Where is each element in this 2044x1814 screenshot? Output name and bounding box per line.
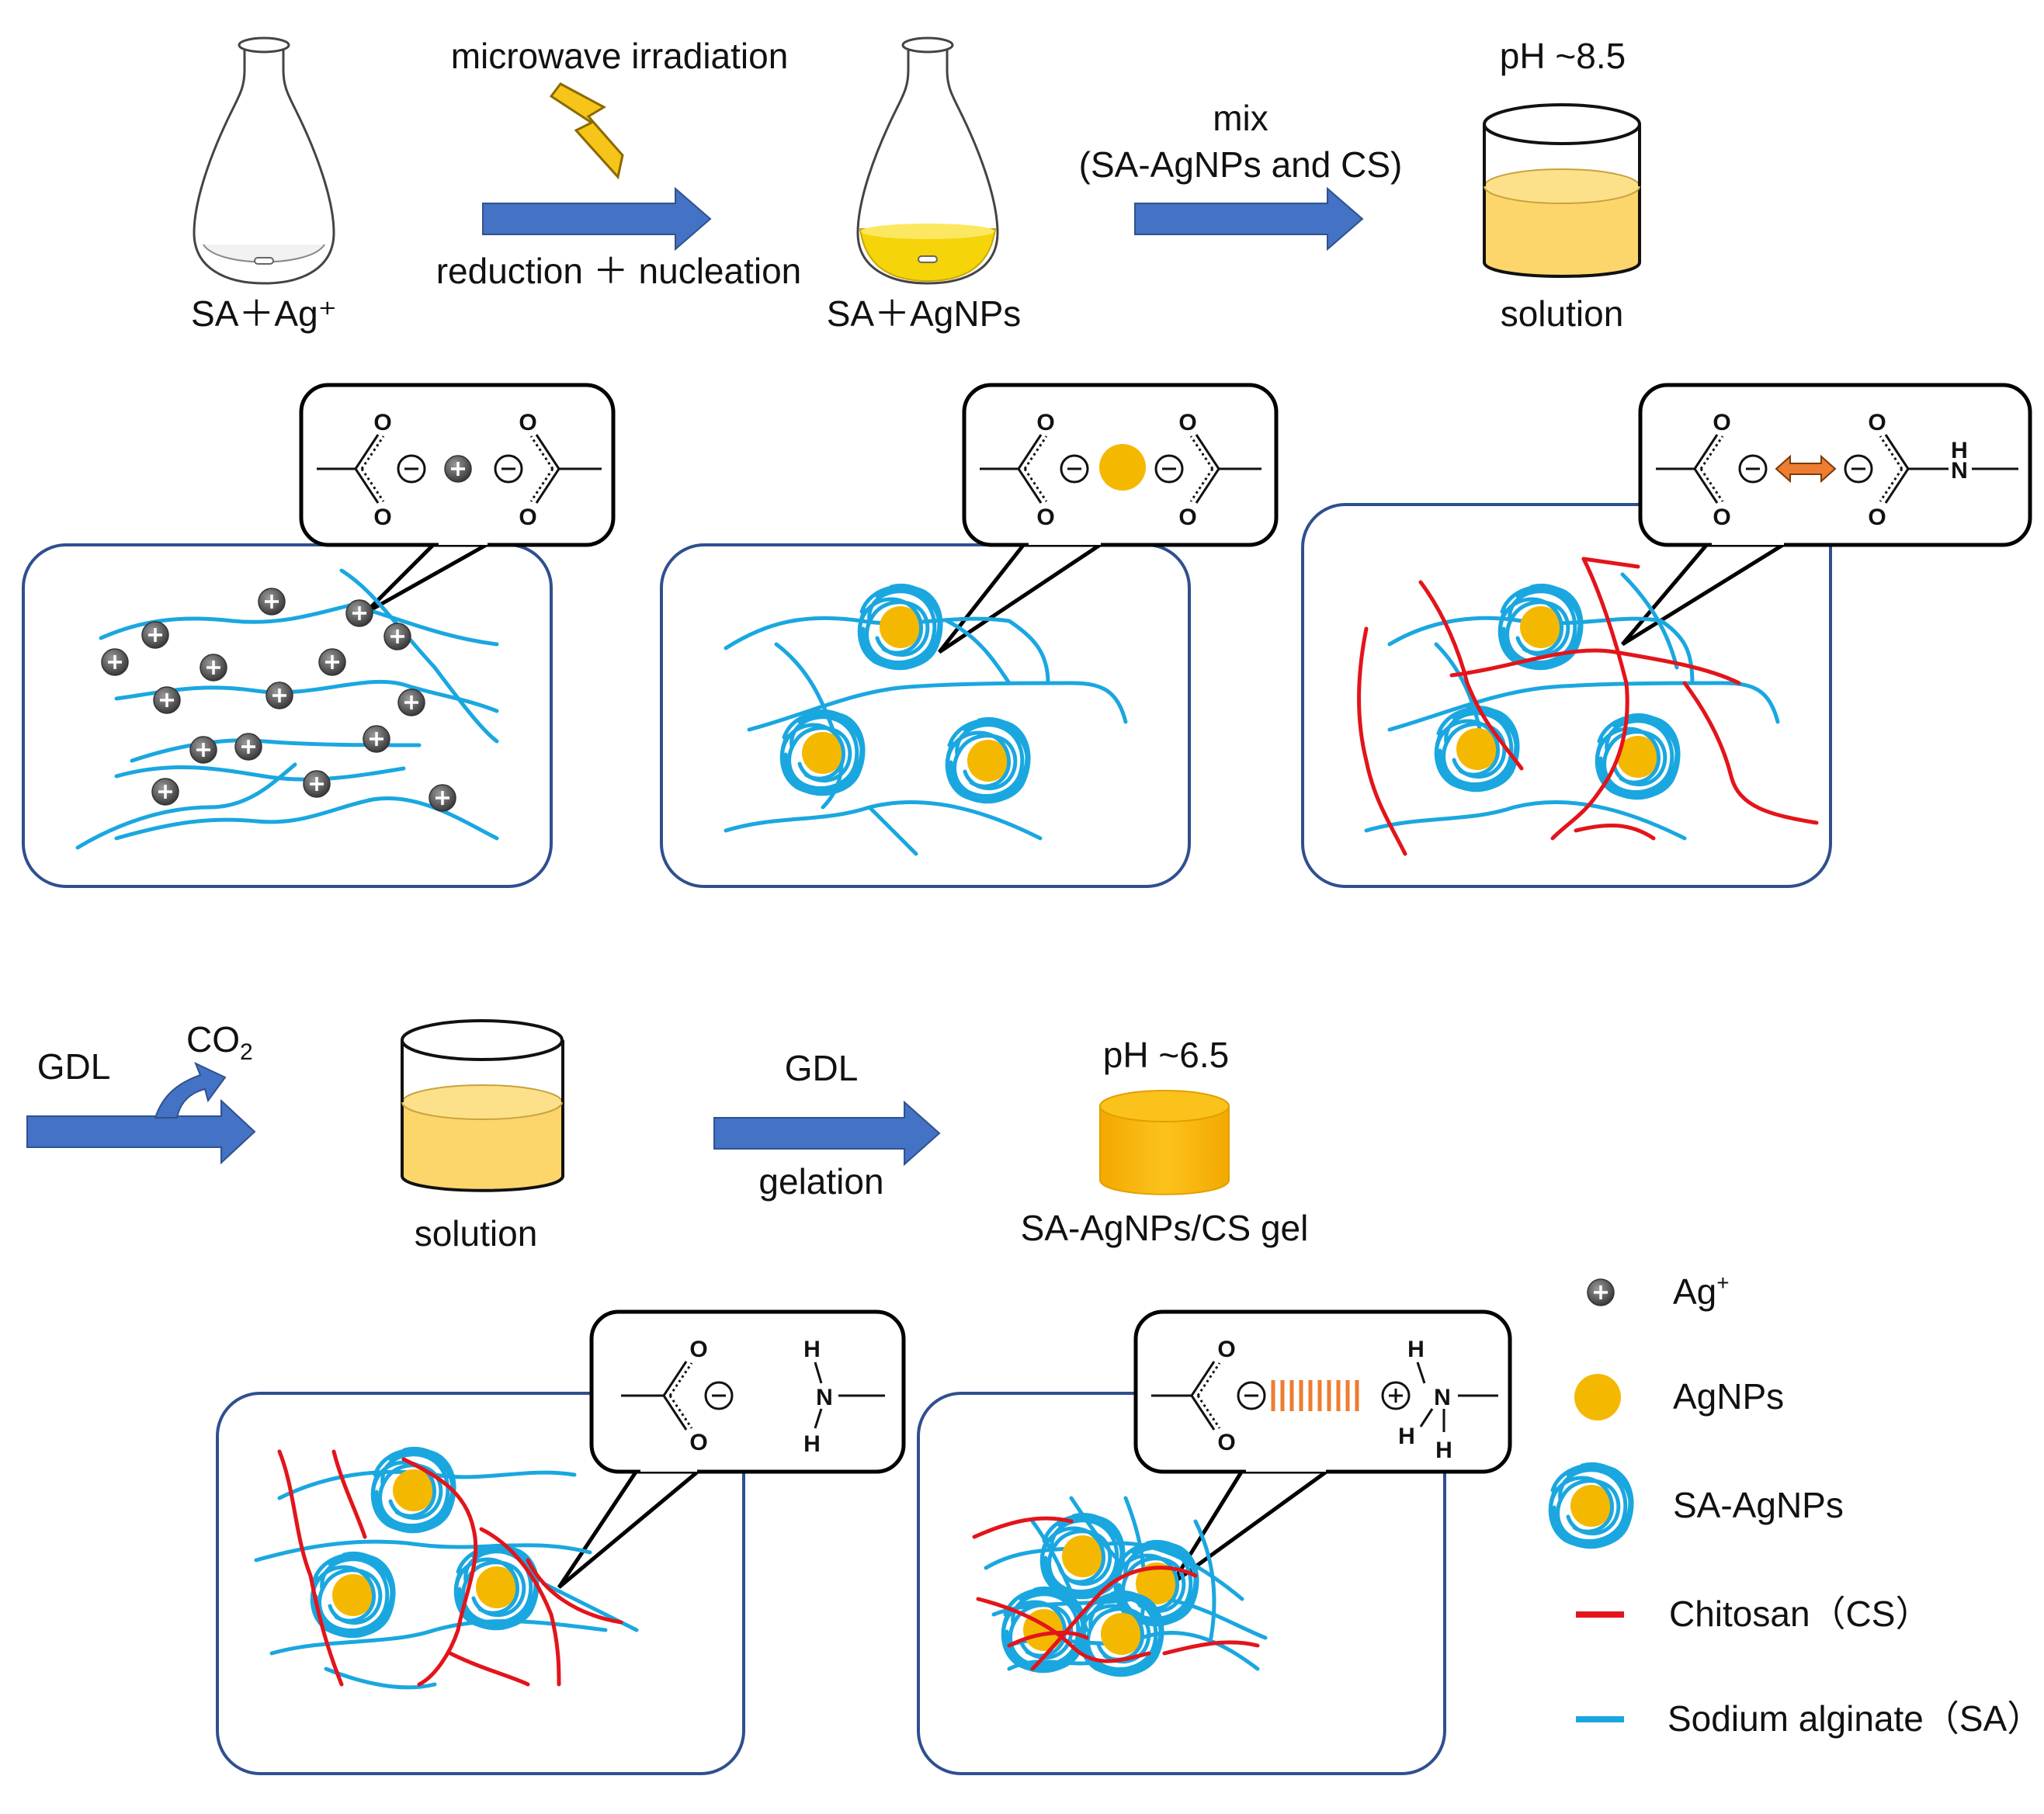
- legend: Ag+ AgNPs SA-AgNPs Chitosan（CS） Sodium a…: [1550, 1271, 2042, 1739]
- co2-label: CO2: [186, 1019, 253, 1065]
- bubble-2-tail: [938, 541, 1104, 654]
- flask-2-label: SA＋AgNPs: [827, 293, 1022, 334]
- svg-text:O: O: [1713, 505, 1730, 530]
- svg-text:O: O: [1178, 505, 1196, 530]
- svg-text:O: O: [1036, 410, 1054, 435]
- panel-5-chitosan-chains: [972, 1516, 1260, 1671]
- gel-cylinder: [1099, 1090, 1230, 1195]
- step2-line2: (SA-AgNPs and CS): [1079, 144, 1403, 185]
- arrow-step1: [482, 186, 712, 251]
- beaker-1-label: solution: [1501, 293, 1624, 334]
- lightning-icon: [549, 82, 624, 180]
- flask-1: [193, 36, 335, 285]
- beaker-2: [401, 1019, 564, 1192]
- arrow-gelation: [713, 1100, 941, 1167]
- legend-chitosan-label: Chitosan（CS）: [1669, 1594, 1931, 1634]
- svg-text:H: H: [1407, 1337, 1425, 1362]
- bubble-5: [1133, 1309, 1512, 1474]
- bubble-3-chemistry: O O O O N H: [1656, 410, 2018, 530]
- panel-2: [660, 543, 1191, 888]
- beaker-1: [1483, 103, 1641, 278]
- bubble-1-chemistry: O O O O: [317, 410, 602, 530]
- legend-alginate-label: Sodium alginate（SA）: [1667, 1698, 2042, 1739]
- ionic-bond-dashes: [1271, 1380, 1359, 1411]
- arrow-step2: [1134, 186, 1364, 251]
- panel-4-chitosan-chains: [277, 1449, 623, 1687]
- arrow-gdl-1: [26, 1098, 256, 1165]
- svg-text:H: H: [1435, 1438, 1452, 1463]
- legend-ag-label: Ag+: [1673, 1271, 1730, 1312]
- bubble-4-tail: [557, 1469, 700, 1589]
- svg-text:H: H: [1398, 1424, 1415, 1449]
- svg-text:O: O: [689, 1337, 707, 1362]
- bubble-2-chemistry: O O O O: [980, 410, 1261, 530]
- svg-text:N: N: [1434, 1385, 1451, 1410]
- flask-1-label: SA＋Ag⁺: [191, 293, 337, 334]
- svg-text:O: O: [1217, 1430, 1235, 1455]
- bubble-5-chemistry: O O H N H H: [1151, 1337, 1498, 1463]
- flask-2: [856, 36, 999, 285]
- gel-ph: pH ~6.5: [1103, 1035, 1229, 1075]
- bubble-4: [589, 1309, 906, 1474]
- svg-text:N: N: [1951, 458, 1968, 484]
- sa-agnp-icon: [1550, 1464, 1632, 1546]
- gdl-label-1: GDL: [37, 1046, 111, 1087]
- beaker-1-ph: pH ~8.5: [1500, 36, 1626, 76]
- svg-text:O: O: [519, 410, 536, 435]
- bubble-3-tail: [1621, 541, 1787, 647]
- ag-ion-icon: [1586, 1278, 1615, 1307]
- svg-text:O: O: [1868, 505, 1886, 530]
- svg-text:O: O: [1178, 410, 1196, 435]
- step3-bottom-label: gelation: [758, 1161, 883, 1202]
- co2-release-arrow-icon: [154, 1062, 227, 1119]
- step3-top-label: GDL: [785, 1048, 859, 1088]
- step1-top-label: microwave irradiation: [451, 36, 789, 76]
- svg-text:O: O: [1036, 505, 1054, 530]
- step2-line1: mix: [1213, 98, 1268, 138]
- svg-text:O: O: [373, 505, 391, 530]
- svg-text:O: O: [1713, 410, 1730, 435]
- svg-text:H: H: [803, 1337, 821, 1362]
- bubble-3: [1638, 383, 2032, 547]
- svg-text:O: O: [519, 505, 536, 530]
- gel-label: SA-AgNPs/CS gel: [1021, 1208, 1309, 1248]
- agnp-icon: [1574, 1374, 1621, 1420]
- svg-text:O: O: [689, 1430, 707, 1455]
- bubble-4-chemistry: O O H N H: [621, 1337, 885, 1457]
- svg-text:O: O: [373, 410, 391, 435]
- svg-text:O: O: [1868, 410, 1886, 435]
- beaker-2-label: solution: [415, 1213, 538, 1254]
- svg-text:O: O: [1217, 1337, 1235, 1362]
- svg-text:N: N: [816, 1385, 833, 1410]
- svg-text:H: H: [803, 1431, 821, 1457]
- repulsion-arrow-icon: [1775, 454, 1837, 484]
- legend-agnps-label: AgNPs: [1673, 1376, 1784, 1417]
- legend-sa-agnps-label: SA-AgNPs: [1673, 1485, 1844, 1525]
- step1-bottom-label: reduction ＋ nucleation: [436, 251, 802, 291]
- panel-3-chitosan-chains: [1357, 557, 1819, 856]
- svg-text:H: H: [1951, 438, 1968, 463]
